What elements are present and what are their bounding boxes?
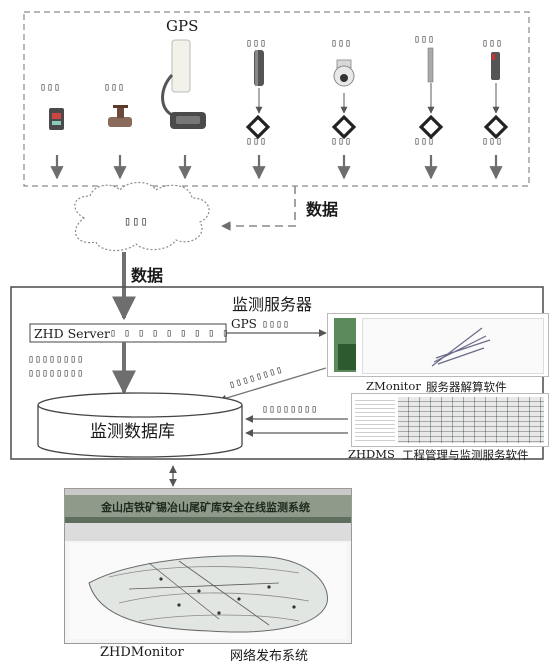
web-banner-title: 金山店铁矿锡冶山尾矿库安全在线监测系统 (101, 501, 310, 514)
web-map-marker (217, 611, 221, 615)
web-site-map (88, 555, 328, 633)
data-return-label: 数据 (306, 200, 339, 219)
zhdms-name: ZHDMS (348, 447, 395, 461)
gps-link-tail: ▯▯▯▯ (262, 319, 291, 330)
transmitter-icon (483, 114, 509, 140)
web-window-titlebar (65, 489, 351, 495)
sensor-box-icon (49, 108, 64, 130)
zhdms-desc: 工程管理与监测服务软件 (402, 448, 529, 462)
zhd-server-label-tail: ▯ ▯ ▯ ▯ ▯ ▯ ▯ ▯ ▯ (110, 328, 230, 339)
zhdms-grid-pane (398, 397, 544, 443)
database-cylinder (37, 392, 243, 458)
cloud-shape (74, 181, 210, 252)
gps-link-label: GPS (231, 317, 257, 331)
device-caption-4b: ▯▯▯ (246, 136, 268, 147)
gps-receiver-icon (161, 39, 206, 129)
web-nav-bar (65, 517, 351, 523)
web-publish-screenshot: 金山店铁矿锡冶山尾矿库安全在线监测系统 (64, 488, 352, 644)
server-title: 监测服务器 (232, 295, 313, 314)
device-caption-2: ▯▯▯ (104, 82, 126, 93)
zmonitor-chart-area (362, 318, 544, 374)
transmitter-icon (418, 114, 444, 140)
zmonitor-screenshot (327, 313, 549, 377)
zhd-server-label: ZHD Server (34, 326, 110, 341)
device-caption-7a: ▯▯▯ (482, 38, 504, 49)
web-sub-bar (65, 523, 351, 541)
zhdms-db-note: ▯▯▯▯▯▯▯▯ (262, 404, 319, 415)
device-caption-6a: ▯▯▯ (414, 34, 436, 45)
valve-icon (108, 105, 132, 127)
zmonitor-name: ZMonitor (366, 379, 421, 393)
cloud-label: ▯▯▯ (124, 214, 149, 228)
web-map-marker (292, 605, 296, 609)
dome-camera-icon (333, 59, 355, 87)
web-map-marker (267, 585, 271, 589)
rod-sensor-icon (427, 47, 434, 83)
gps-label: GPS (166, 17, 199, 35)
sensor-group-frame (23, 11, 530, 187)
sensor-to-transmitter-arrows (255, 83, 500, 114)
web-banner (65, 495, 351, 517)
zmonitor-trace-plot (431, 327, 491, 367)
device-caption-5b: ▯▯▯ (331, 136, 353, 147)
device-caption-7b: ▯▯▯ (482, 136, 504, 147)
transmitter-icon (331, 114, 357, 140)
zmonitor-sidebar-dark (338, 344, 356, 370)
web-map-marker (197, 589, 201, 593)
web-map-marker (237, 597, 241, 601)
web-map-marker (177, 603, 181, 607)
cylinder-sensor-icon (254, 50, 264, 86)
device-down-arrows (50, 155, 503, 180)
web-map-markers (159, 577, 296, 615)
upload-label: 数据 (131, 266, 164, 285)
publish-label: 网络发布系统 (230, 649, 309, 664)
zhdms-screenshot (351, 393, 549, 447)
server-note-2: ▯▯▯▯▯▯▯▯ (28, 368, 85, 379)
device-caption-1: ▯▯▯ (40, 82, 62, 93)
transmitter-icons (245, 114, 509, 140)
probe-sensor-icon (491, 52, 500, 80)
device-caption-5a: ▯▯▯ (331, 38, 353, 49)
zhdms-tree-pane (355, 397, 395, 443)
zmonitor-desc: 服务器解算软件 (426, 380, 507, 394)
zhdmonitor-label: ZHDMonitor (100, 645, 184, 660)
server-note-1: ▯▯▯▯▯▯▯▯ (28, 354, 85, 365)
database-label: 监测数据库 (90, 422, 175, 442)
zmonitor-to-db-arrow (219, 367, 327, 402)
device-caption-4a: ▯▯▯ (246, 38, 268, 49)
device-caption-6b: ▯▯▯ (414, 136, 436, 147)
transmitter-icon (245, 114, 271, 140)
data-return-link (221, 186, 296, 231)
web-map-marker (159, 577, 163, 581)
